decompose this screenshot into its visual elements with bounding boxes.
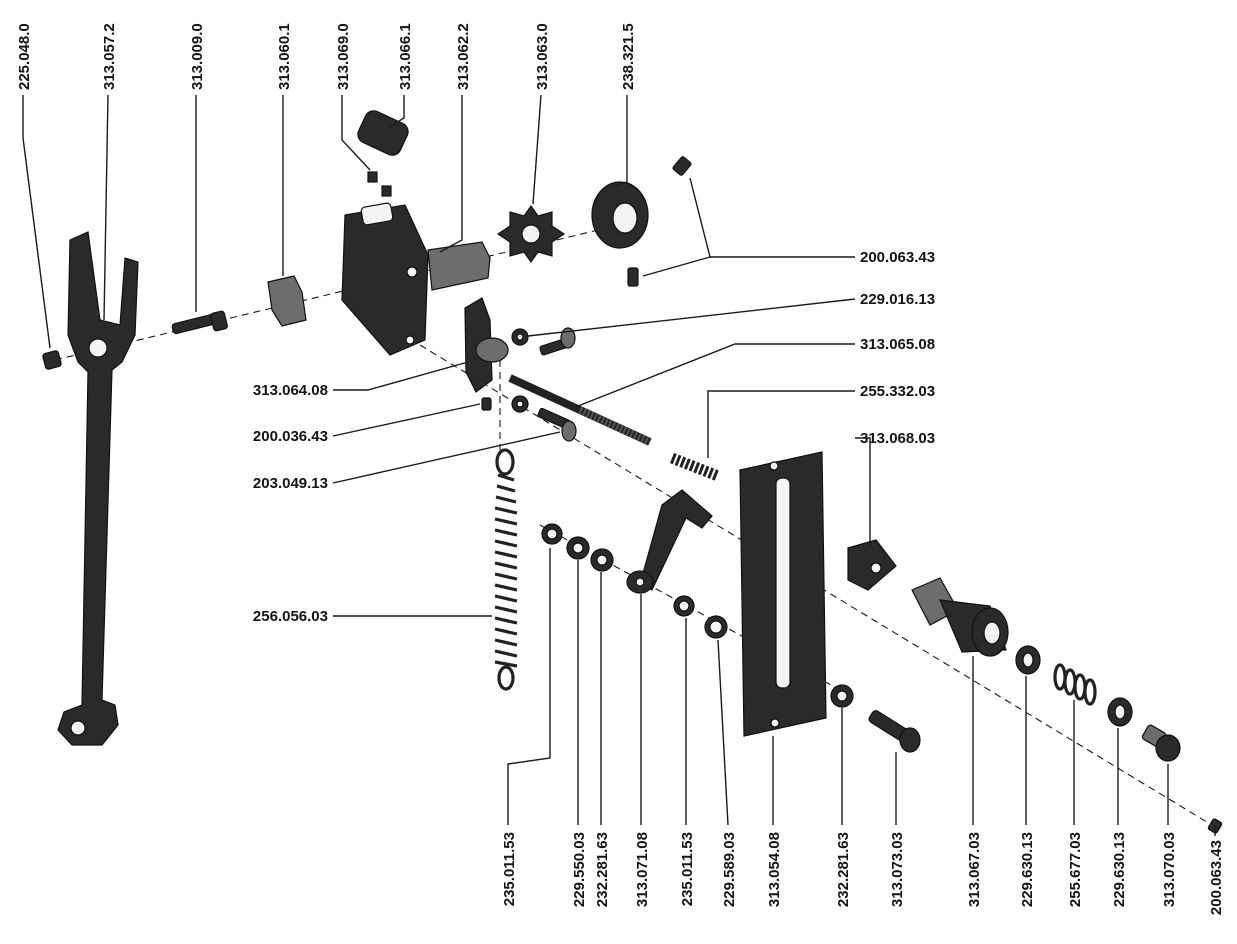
bell-crank-part <box>626 489 713 594</box>
callout-313-054-08: 313.054.08 <box>766 832 783 907</box>
callout-229-589-03: 229.589.03 <box>721 832 738 907</box>
cap-screw-part-a <box>539 327 576 356</box>
assembly-axes <box>54 219 1221 831</box>
callout-229-550-03: 229.550.03 <box>571 832 588 907</box>
set-screw-part-b <box>381 185 392 197</box>
callout-313-057-2: 313.057.2 <box>101 23 118 90</box>
pad-part <box>357 110 409 156</box>
fork-lever-part <box>57 231 139 746</box>
guide-block-part <box>267 275 307 327</box>
callout-200-063-43-bottom: 200.063.43 <box>1208 840 1225 915</box>
callouts-right: 200.063.43 229.016.13 313.065.08 255.332… <box>860 249 935 447</box>
callout-313-009-0: 313.009.0 <box>189 23 206 90</box>
bracket-part <box>464 297 509 393</box>
callouts-top: 225.048.0 313.057.2 313.009.0 313.060.1 … <box>16 23 637 90</box>
small-spring-part <box>669 452 721 482</box>
callout-235-011-53-b: 235.011.53 <box>679 832 696 906</box>
callout-256-056-03: 256.056.03 <box>253 608 328 625</box>
callout-200-063-43-top: 200.063.43 <box>860 249 935 266</box>
callout-200-036-43: 200.036.43 <box>253 428 328 445</box>
callout-229-630-13-a: 229.630.13 <box>1019 832 1036 907</box>
callout-313-067-03: 313.067.03 <box>966 832 983 907</box>
callout-313-062-2: 313.062.2 <box>455 23 472 90</box>
tension-spring-part <box>494 448 518 691</box>
grub-screw-part-b <box>627 267 639 287</box>
slotted-plate-part <box>739 451 827 737</box>
set-screw-part-a <box>367 171 378 183</box>
callout-238-321-5: 238.321.5 <box>620 23 637 90</box>
leader-lines <box>22 94 1216 836</box>
callouts-left: 313.064.08 200.036.43 203.049.13 256.056… <box>253 382 328 625</box>
knurled-sleeve-part <box>911 577 1009 657</box>
star-washer-part <box>496 204 566 264</box>
callouts-bottom: 235.011.53 229.550.03 232.281.63 313.071… <box>501 832 1225 915</box>
cap-screw-part-b <box>537 407 577 442</box>
callout-255-332-03: 255.332.03 <box>860 383 935 400</box>
parts <box>42 110 1223 834</box>
grub-screw-part-a <box>672 156 692 176</box>
callout-313-066-1: 313.066.1 <box>397 23 414 90</box>
collar-part <box>591 181 649 249</box>
callout-313-071-08: 313.071.08 <box>634 832 651 907</box>
knurled-screw-part <box>868 710 921 753</box>
small-grub-part <box>481 397 492 411</box>
callout-229-630-13-b: 229.630.13 <box>1111 832 1128 907</box>
compression-spring-part <box>1053 663 1097 706</box>
callout-255-677-03: 255.677.03 <box>1067 832 1084 907</box>
callout-313-068-03: 313.068.03 <box>860 430 935 447</box>
nut-part <box>42 350 62 370</box>
callout-313-065-08: 313.065.08 <box>860 336 935 353</box>
callout-313-064-08: 313.064.08 <box>253 382 328 399</box>
callout-235-011-53-a: 235.011.53 <box>501 832 518 906</box>
callout-229-016-13: 229.016.13 <box>860 291 935 308</box>
callout-203-049-13: 203.049.13 <box>253 475 328 492</box>
carrier-block-part <box>341 202 491 356</box>
small-bracket-part <box>847 539 897 591</box>
pivot-screw-part <box>171 310 228 335</box>
callout-313-069-0: 313.069.0 <box>335 23 352 90</box>
callout-313-060-1: 313.060.1 <box>276 23 293 90</box>
washer-stack-part <box>541 523 728 639</box>
callout-232-281-63-b: 232.281.63 <box>835 832 852 907</box>
callout-313-073-03: 313.073.03 <box>889 832 906 907</box>
knob-part <box>1141 724 1181 762</box>
callout-232-281-63-a: 232.281.63 <box>594 832 611 907</box>
callout-313-070-03: 313.070.03 <box>1161 832 1178 907</box>
callout-313-063-0: 313.063.0 <box>534 23 551 90</box>
callout-225-048-0: 225.048.0 <box>16 23 33 90</box>
threaded-rod-part <box>508 374 652 446</box>
